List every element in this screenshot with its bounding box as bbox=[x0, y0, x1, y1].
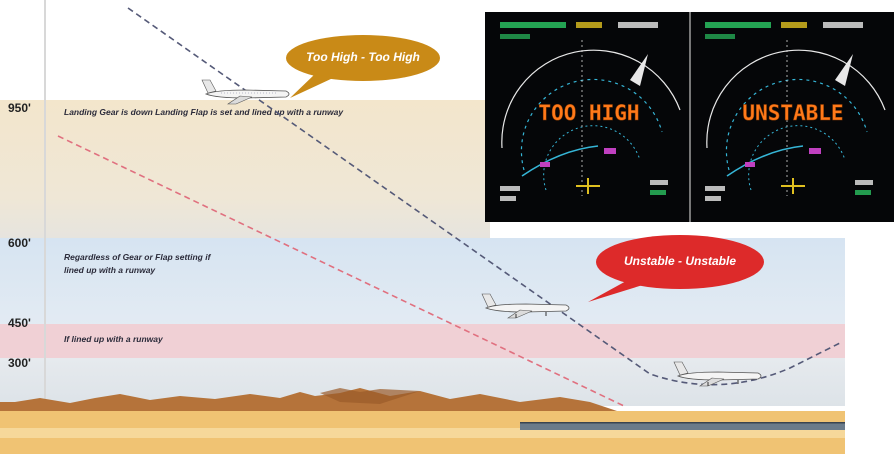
zone-600-description-line1: Regardless of Gear or Flap setting if bbox=[64, 252, 211, 262]
zone-950-band bbox=[0, 100, 490, 240]
altitude-300-label: 300' bbox=[8, 356, 31, 370]
too-high-speech-bubble bbox=[286, 35, 440, 98]
altitude-450-label: 450' bbox=[8, 316, 31, 330]
ground-stripe bbox=[0, 428, 845, 438]
too-high-callout-text: Too High - Too High bbox=[306, 50, 420, 64]
runway bbox=[520, 423, 845, 430]
too-high-alert-text: TOO HIGH bbox=[538, 101, 639, 125]
right-nav-display bbox=[705, 22, 886, 201]
unstable-speech-bubble bbox=[588, 235, 764, 302]
airplane-icon bbox=[481, 293, 570, 319]
unstable-alert-text: UNSTABLE bbox=[742, 101, 843, 125]
unstable-callout-text: Unstable - Unstable bbox=[623, 254, 737, 268]
left-nav-display bbox=[500, 22, 681, 201]
zone-600-description-line2: lined up with a runway bbox=[64, 265, 156, 275]
glide-path-line bbox=[127, 7, 843, 386]
airplane-icon bbox=[673, 361, 762, 387]
zone-950-description: Landing Gear is down Landing Flap is set… bbox=[64, 107, 344, 117]
approach-path-line bbox=[57, 135, 625, 407]
mountain-shadow bbox=[320, 388, 420, 404]
mountain-terrain bbox=[0, 388, 620, 412]
altitude-axis bbox=[44, 0, 46, 412]
runway-edge bbox=[520, 422, 845, 424]
airplane-icon bbox=[201, 79, 290, 105]
zone-450-band bbox=[0, 324, 845, 358]
zone-450-description: If lined up with a runway bbox=[64, 334, 163, 344]
altitude-600-label: 600' bbox=[8, 236, 31, 250]
altitude-950-label: 950' bbox=[8, 101, 31, 115]
